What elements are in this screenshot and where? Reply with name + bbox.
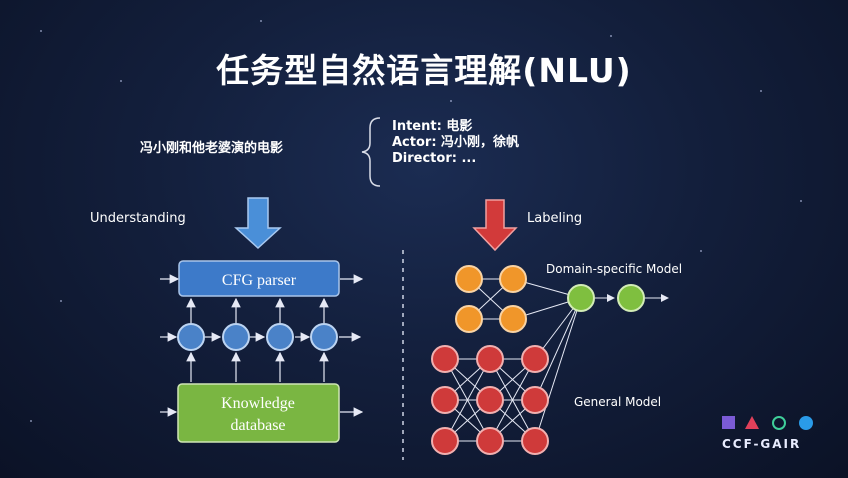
red-node [521, 386, 549, 414]
red-node [521, 345, 549, 373]
nn-nodes [431, 265, 645, 455]
red-node [476, 427, 504, 455]
red-node [521, 427, 549, 455]
red-node [431, 345, 459, 373]
kb-label-line2: database [230, 417, 285, 434]
logo-icon [722, 416, 813, 430]
red-node [431, 386, 459, 414]
green-node [617, 284, 645, 312]
rnn-node [222, 323, 250, 351]
kb-label-line1: Knowledge [221, 395, 295, 412]
curly-brace [361, 117, 381, 187]
red-node [431, 427, 459, 455]
red-node [476, 345, 504, 373]
general-model-label: General Model [574, 395, 662, 409]
orange-node [455, 305, 483, 333]
slot-list: Intent: 电影 Actor: 冯小刚，徐帆 Director: ... [392, 119, 519, 167]
rnn-chain [160, 297, 362, 382]
orange-node [455, 265, 483, 293]
labeling-label: Labeling [527, 211, 583, 226]
orange-node [499, 305, 527, 333]
cfg-parser-box: CFG parser [160, 260, 364, 297]
green-node [567, 284, 595, 312]
logo-text: CCF-GAIR [722, 437, 802, 451]
knowledge-database-box: Knowledge database [160, 383, 364, 443]
slot-actor: Actor: 冯小刚，徐帆 [392, 135, 520, 150]
down-arrow-red [472, 199, 518, 252]
domain-model-label: Domain-specific Model [546, 262, 683, 276]
rnn-node [266, 323, 294, 351]
red-node [476, 386, 504, 414]
understanding-label: Understanding [90, 211, 186, 226]
slot-intent: Intent: 电影 [392, 119, 473, 134]
slide-title: 任务型自然语言理解(NLU) [216, 51, 632, 90]
orange-node [499, 265, 527, 293]
rnn-node [177, 323, 205, 351]
example-sentence: 冯小刚和他老婆演的电影 [140, 141, 284, 156]
rnn-node [310, 323, 338, 351]
slot-director: Director: ... [392, 151, 477, 166]
down-arrow-blue [234, 197, 282, 250]
cfg-parser-label: CFG parser [222, 272, 297, 289]
